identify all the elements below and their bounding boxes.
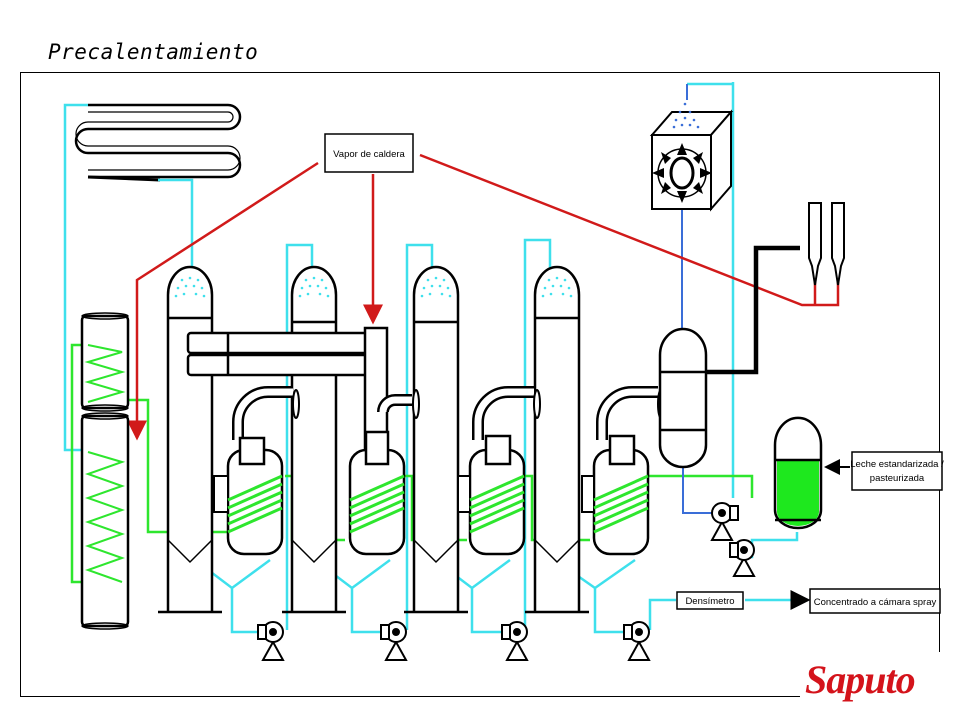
page-title: Precalentamiento xyxy=(48,40,259,64)
evaporator-column-4 xyxy=(525,265,589,614)
saputo-logo: Saputo xyxy=(805,657,916,702)
pump-5 xyxy=(710,502,739,541)
pump-3 xyxy=(501,621,529,661)
preheater-coil xyxy=(74,103,242,182)
pumps xyxy=(257,502,756,661)
cooling-lines xyxy=(681,84,712,514)
milk-label-box: Leche estandarizada / pasteurizada xyxy=(850,451,944,491)
logo-area xyxy=(800,652,950,712)
densimeter-box: Densímetro xyxy=(676,591,744,610)
concentrate-label: Concentrado a cámara spray xyxy=(814,597,937,608)
vapor-duct xyxy=(186,326,389,470)
evaporator-column-2 xyxy=(282,265,346,614)
separator-3 xyxy=(457,386,541,556)
cooling-tower xyxy=(649,102,734,212)
steam-label-box: Vapor de caldera xyxy=(324,133,414,173)
pump-2 xyxy=(380,621,408,661)
separator-2 xyxy=(348,389,420,556)
separator-4 xyxy=(581,386,665,556)
milk-tank xyxy=(773,416,850,530)
diagram-frame xyxy=(20,72,940,697)
steam-label: Vapor de caldera xyxy=(333,149,405,160)
milk-label-line2: pasteurizada xyxy=(870,473,925,484)
pump-4 xyxy=(623,621,651,661)
condenser xyxy=(658,245,800,469)
pump-1 xyxy=(257,621,285,661)
vacuum-ejectors xyxy=(808,202,845,286)
tubular-heater xyxy=(80,312,130,630)
evaporator-column-1 xyxy=(158,265,222,614)
densimeter-label: Densímetro xyxy=(685,596,734,607)
pump-6 xyxy=(729,539,756,577)
steam-lines xyxy=(127,153,840,441)
milk-label-line1: Leche estandarizada / xyxy=(850,459,944,470)
evaporator-column-3 xyxy=(404,265,468,614)
separator-1 xyxy=(213,386,300,556)
concentrate-box: Concentrado a cámara spray xyxy=(809,588,941,614)
